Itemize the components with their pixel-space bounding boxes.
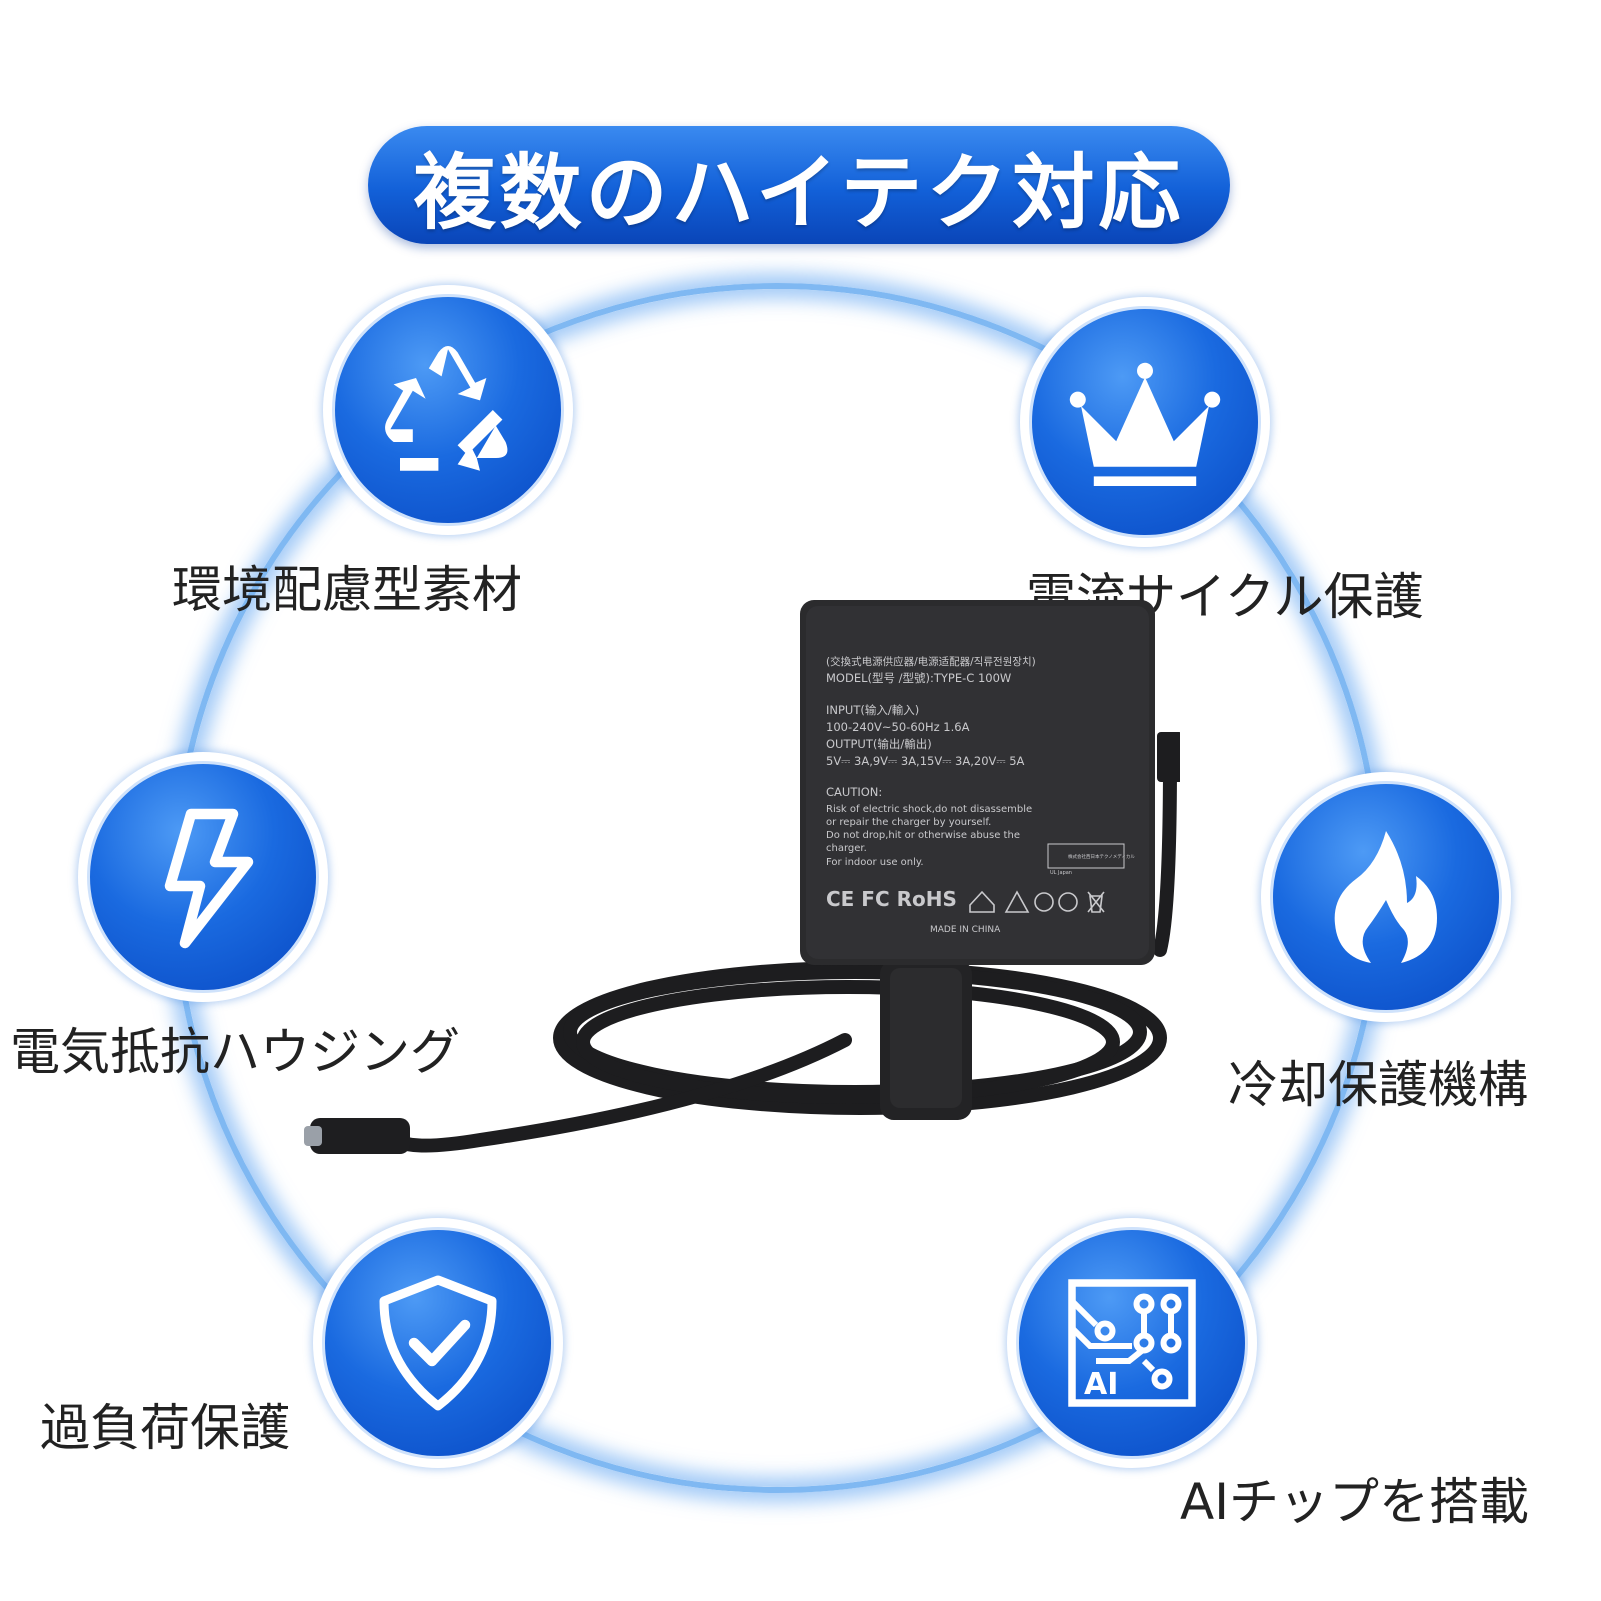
ul-stamp-text: 株式会社西日本テクノメディカル — [1068, 853, 1135, 860]
feature-badge-recycle — [323, 285, 573, 535]
shield-check-icon — [379, 1275, 497, 1411]
adapter-label-line: MODEL(型号 /型號):TYPE-C 100W — [826, 671, 1011, 685]
flame-icon — [1334, 831, 1437, 963]
adapter-label-line: INPUT(输入/輸入) — [826, 703, 919, 717]
feature-badge-flame — [1261, 772, 1511, 1022]
adapter-label-line: OUTPUT(输出/輸出) — [826, 737, 932, 751]
weee-bin-icon — [1087, 891, 1105, 913]
feature-badge-ai-chip: AI — [1007, 1218, 1257, 1468]
adapter-label-line: charger. — [826, 843, 867, 854]
power-adapter-image: (交換式电源供应器/电源适配器/직류전원장치) MODEL(型号 /型號):TY… — [304, 600, 1180, 1154]
feature-label: 冷却保護機構 — [1228, 1056, 1528, 1114]
efficiency-icon — [1034, 892, 1054, 912]
feature-label: 電気抵抗ハウジング — [10, 1023, 460, 1081]
feature-label: AIチップを搭載 — [1180, 1473, 1529, 1531]
ul-mark-text: UL Japan — [1050, 870, 1072, 876]
warning-icon — [1004, 890, 1030, 913]
adapter-label-line: (交換式电源供应器/电源适配器/직류전원장치) — [826, 655, 1036, 668]
adapter-label-line: or repair the charger by yourself. — [826, 817, 991, 828]
ai-chip-icon: AI — [1068, 1279, 1196, 1407]
feature-label: 過負荷保護 — [40, 1399, 290, 1457]
adapter-label-line: Risk of electric shock,do not disassembl… — [826, 804, 1032, 815]
recycle-icon — [385, 346, 508, 471]
crown-icon — [1069, 362, 1221, 486]
adapter-label-line: 100-240V~50-60Hz 1.6A — [826, 720, 970, 734]
house-icon — [969, 890, 995, 913]
feature-badge-crown — [1020, 297, 1270, 547]
adapter-label-line: 5V⎓ 3A,9V⎓ 3A,15V⎓ 3A,20V⎓ 5A — [826, 754, 1025, 768]
feature-badge-shield — [313, 1218, 563, 1468]
adapter-label-line: CAUTION: — [826, 785, 882, 799]
lightning-icon — [164, 808, 254, 949]
adapter-label-line: For indoor use only. — [826, 857, 924, 868]
ai-chip-text: AI — [1084, 1367, 1118, 1402]
certification-marks: CE FC RoHS — [826, 887, 957, 911]
title-banner: 複数のハイテク対応 — [368, 126, 1230, 244]
feature-badge-lightning — [78, 752, 328, 1002]
adapter-label-line: Do not drop,hit or otherwise abuse the — [826, 830, 1020, 841]
feature-label: 環境配慮型素材 — [172, 561, 522, 619]
made-in-china-text: MADE IN CHINA — [930, 925, 1001, 935]
double-insulation-icon — [1058, 892, 1078, 912]
page-title: 複数のハイテク対応 — [413, 145, 1185, 241]
